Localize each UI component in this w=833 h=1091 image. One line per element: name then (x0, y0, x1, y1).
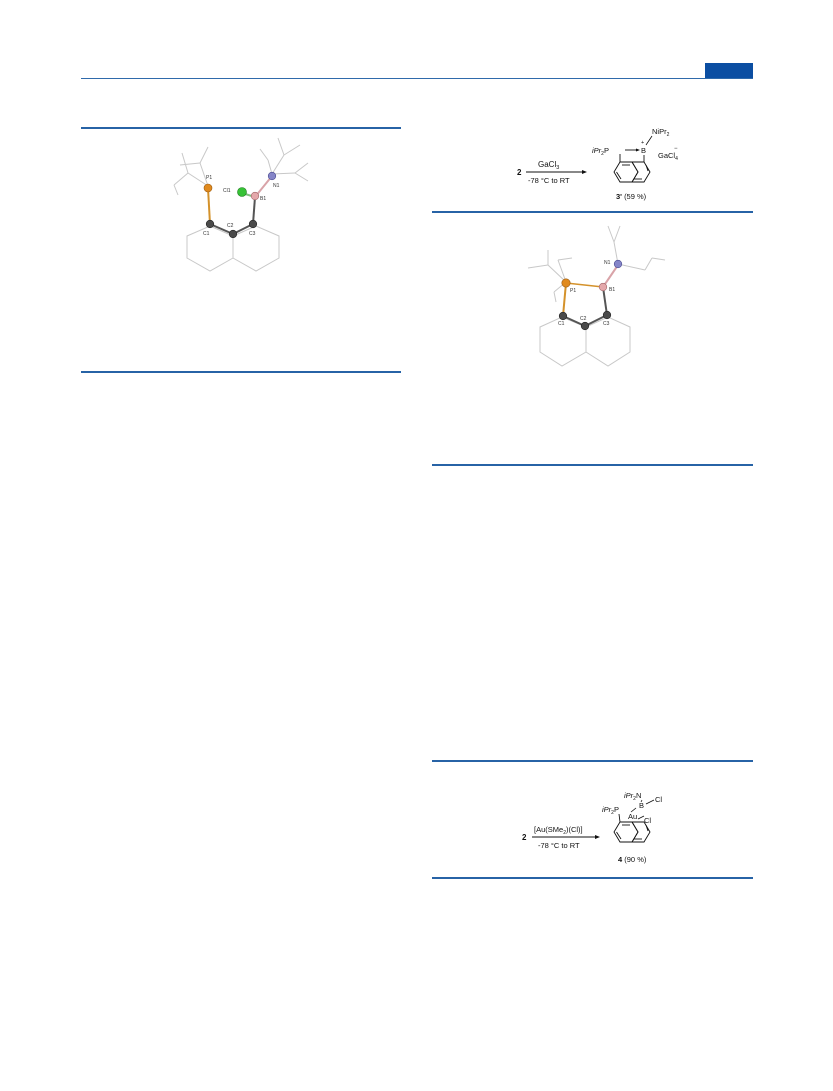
header-rule (81, 78, 753, 79)
svg-text:GaCl3: GaCl3 (538, 160, 559, 171)
scheme2-reactant-number: 2 (522, 833, 527, 842)
scheme2-reagent: [Au(SMe (534, 825, 563, 834)
atom-label-p1-fig2: P1 (570, 288, 576, 294)
scheme1-reagent: GaCl (538, 160, 556, 169)
figure2-bottom-rule (432, 464, 753, 466)
scheme2-reagent-end: )(Cl)] (566, 825, 583, 834)
scheme2-ipr2n-prefix: iPr (624, 791, 634, 800)
svg-text:GaCl4: GaCl4 (658, 151, 678, 162)
atom-label-n1: N1 (273, 183, 280, 189)
atom-label-c3-fig2: C3 (603, 321, 610, 327)
scheme1-anion-subscript: 4 (675, 156, 678, 162)
atom-label-b1: B1 (260, 196, 266, 202)
scheme1-reagent-subscript: 3 (556, 165, 559, 171)
scheme2-chlorine-on-gold: Cl (644, 816, 651, 825)
scheme1-nipr2-subscript: 2 (667, 132, 670, 138)
figure1-bottom-rule (81, 371, 401, 373)
header-accent-block (705, 63, 753, 78)
scheme2-top-rule (432, 760, 753, 762)
svg-text:iPr2N: iPr2N (624, 791, 641, 802)
scheme1-reaction: 2 GaCl3 -78 °C to RT iPr2P B + NiPr2 GaC… (517, 127, 678, 201)
scheme2-reagent-subscript: 2 (563, 830, 566, 836)
scheme1-conditions: -78 °C to RT (528, 176, 570, 185)
atom-label-cl1: Cl1 (223, 188, 231, 194)
figure1-crystal-structure: P1 Cl1 N1 B1 C1 C2 C3 (173, 137, 309, 272)
atom-label-c2-fig2: C2 (580, 316, 587, 322)
svg-text:4 (90 %): 4 (90 %) (618, 855, 647, 864)
atom-label-b1-fig2: B1 (609, 287, 615, 293)
scheme2-conditions: -78 °C to RT (538, 841, 580, 850)
scheme2-ipr2n-subscript: 2 (633, 796, 636, 802)
scheme1-reactant-number: 2 (517, 168, 522, 177)
scheme1-anion-charge: − (674, 146, 678, 152)
figure2-crystal-structure: N1 P1 B1 C1 C2 C3 (527, 225, 666, 367)
svg-text:iPr2P: iPr2P (602, 805, 619, 816)
scheme1-nipr2: NiPr (652, 127, 667, 136)
scheme2-boron: B (639, 801, 644, 810)
scheme2-ipr2p-prefix: iPr (602, 805, 612, 814)
scheme2-phosphorus: P (614, 805, 619, 814)
svg-text:iPr2P: iPr2P (592, 146, 609, 157)
svg-text:3' (59 %): 3' (59 %) (616, 192, 647, 201)
scheme1-ipr2p-subscript: 2 (601, 151, 604, 157)
scheme2-ipr2p-subscript: 2 (611, 810, 614, 816)
scheme2-bottom-rule (432, 877, 753, 879)
scheme2-nitrogen: N (636, 791, 641, 800)
scheme2-product-yield: (90 %) (624, 855, 647, 864)
atom-label-c3: C3 (249, 231, 256, 237)
atom-label-c2: C2 (227, 223, 234, 229)
scheme1-ipr2p-prefix: iPr (592, 146, 602, 155)
svg-text:[Au(SMe2)(Cl)]: [Au(SMe2)(Cl)] (534, 825, 583, 836)
figure1-top-rule (81, 127, 401, 129)
svg-text:NiPr2: NiPr2 (652, 127, 670, 138)
scheme1-product-yield: (59 %) (624, 192, 647, 201)
atom-label-p1: P1 (206, 175, 212, 181)
scheme1-product-label: 3' (616, 192, 622, 201)
scheme2-gold: Au (628, 812, 637, 821)
scheme1-phosphorus: P (604, 146, 609, 155)
scheme2-reaction: 2 [Au(SMe2)(Cl)] -78 °C to RT iPr2N iPr2… (522, 791, 662, 864)
scheme2-chlorine-on-boron: Cl (655, 795, 662, 804)
atom-label-c1: C1 (203, 231, 210, 237)
atom-label-c1-fig2: C1 (558, 321, 565, 327)
scheme1-boron: B (641, 146, 646, 155)
scheme1-bottom-rule (432, 211, 753, 213)
atom-label-n1-fig2: N1 (604, 260, 611, 266)
scheme2-product-label: 4 (618, 855, 623, 864)
scheme1-boron-charge: + (641, 140, 644, 146)
scheme1-anion: GaCl (658, 151, 675, 160)
